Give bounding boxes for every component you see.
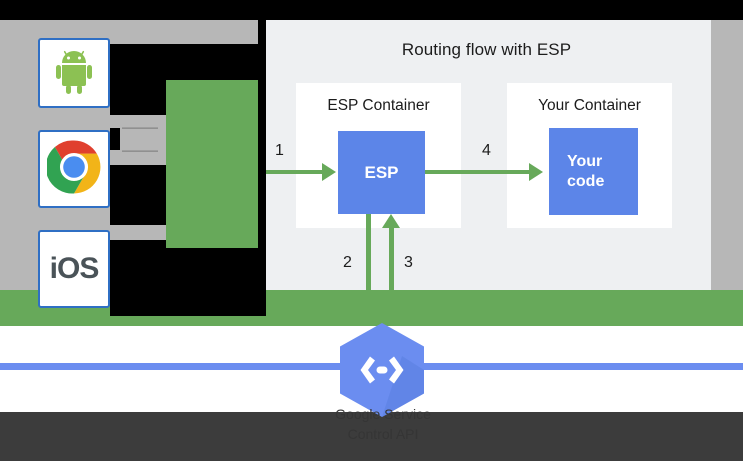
background-dark-band — [0, 412, 743, 461]
occlusion-rect-5 — [110, 240, 166, 290]
occlusion-top-bar — [0, 0, 743, 20]
ios-icon: iOS — [49, 252, 100, 285]
step-number-3: 3 — [404, 254, 413, 271]
occlusion-rect-2 — [110, 80, 166, 115]
step-1-arrowhead — [322, 163, 336, 181]
esp-container-label: ESP Container — [327, 97, 430, 114]
occlusion-rect-bottom-left — [110, 290, 266, 316]
client-tile-android[interactable] — [38, 38, 110, 108]
your-code-box: Your code — [549, 128, 638, 215]
your-container-label: Your Container — [538, 97, 641, 114]
your-code-label-line2: code — [567, 172, 605, 190]
occlusion-rect-1 — [110, 44, 266, 80]
occlusion-rect-divider-main — [258, 62, 266, 288]
step-4-arrowhead — [529, 163, 543, 181]
api-hexagon-icon — [340, 323, 424, 417]
google-service-caption-line1: Google Service — [335, 406, 431, 422]
your-code-label-line1: Your — [567, 152, 603, 170]
background-gray-right — [711, 20, 743, 290]
step-3-line — [389, 228, 394, 326]
esp-service-box: ESP — [338, 131, 425, 214]
step-1-line — [262, 170, 324, 174]
step-number-4: 4 — [482, 142, 491, 159]
step-number-2: 2 — [343, 254, 352, 271]
esp-box-label: ESP — [364, 162, 399, 182]
occlusion-rect-3 — [110, 128, 120, 150]
google-service-caption: Google Service Control API — [268, 404, 498, 445]
occlusion-rect-6 — [166, 248, 266, 290]
step-number-1: 1 — [275, 142, 284, 159]
step-2-line — [366, 214, 371, 326]
step-3-arrowhead — [382, 214, 400, 228]
occlusion-rect-divider-top — [258, 20, 266, 46]
client-label-line2: ——— — [122, 143, 158, 157]
diagram-title: Routing flow with ESP — [401, 40, 572, 59]
occlusion-rect-4 — [110, 165, 166, 225]
chrome-icon — [45, 139, 101, 199]
load-balancer-block — [166, 80, 266, 248]
google-service-caption-line2: Control API — [347, 426, 419, 443]
client-tile-chrome[interactable] — [38, 130, 110, 208]
client-tile-ios[interactable]: iOS — [38, 230, 110, 308]
step-4-line — [425, 170, 535, 174]
google-service-control-api-node[interactable] — [338, 322, 426, 418]
android-icon — [52, 48, 96, 99]
client-label-line1: ——— — [122, 120, 158, 134]
